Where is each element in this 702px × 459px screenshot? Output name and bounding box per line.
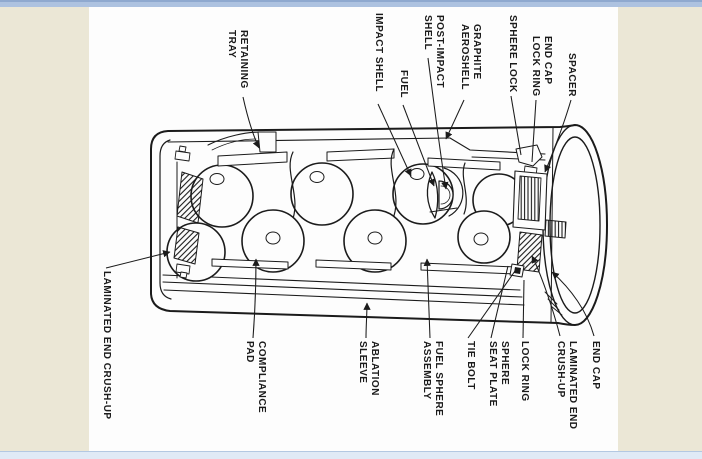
fuel-spheres-front-row bbox=[166, 209, 511, 282]
window-top-scrollbar bbox=[0, 0, 702, 7]
leader-graphite-aeroshell bbox=[445, 99, 465, 140]
right-end-hardware bbox=[509, 144, 567, 278]
leader-end-cap bbox=[551, 271, 595, 337]
leader-retaining-tray bbox=[242, 96, 260, 149]
leader-lines bbox=[105, 57, 595, 339]
casing-outline bbox=[150, 124, 608, 326]
leader-tie-bolt bbox=[467, 270, 516, 339]
leader-laminated-end-crush-up-right bbox=[531, 255, 561, 337]
retaining-tray-parts bbox=[207, 131, 501, 225]
leader-sphere-lock bbox=[510, 95, 522, 156]
sphere-seat-plates bbox=[211, 258, 517, 275]
leader-laminated-end-crush-up-left bbox=[105, 250, 171, 269]
leader-lock-ring bbox=[522, 279, 525, 339]
leader-fuel-sphere-assembly bbox=[423, 258, 431, 339]
leader-sphere-seat-plate bbox=[490, 265, 509, 339]
leader-ablation-sleeve bbox=[363, 302, 371, 339]
window-bottom-scrollbar bbox=[0, 451, 702, 459]
leader-end-cap-lock-ring bbox=[531, 99, 537, 163]
leader-spacer bbox=[544, 99, 572, 173]
left-end-crush-up bbox=[173, 145, 204, 279]
leader-post-impact-shell bbox=[427, 57, 449, 190]
leader-impact-shell bbox=[377, 103, 412, 177]
leader-fuel bbox=[402, 104, 435, 187]
leader-compliance-pad bbox=[252, 258, 260, 339]
